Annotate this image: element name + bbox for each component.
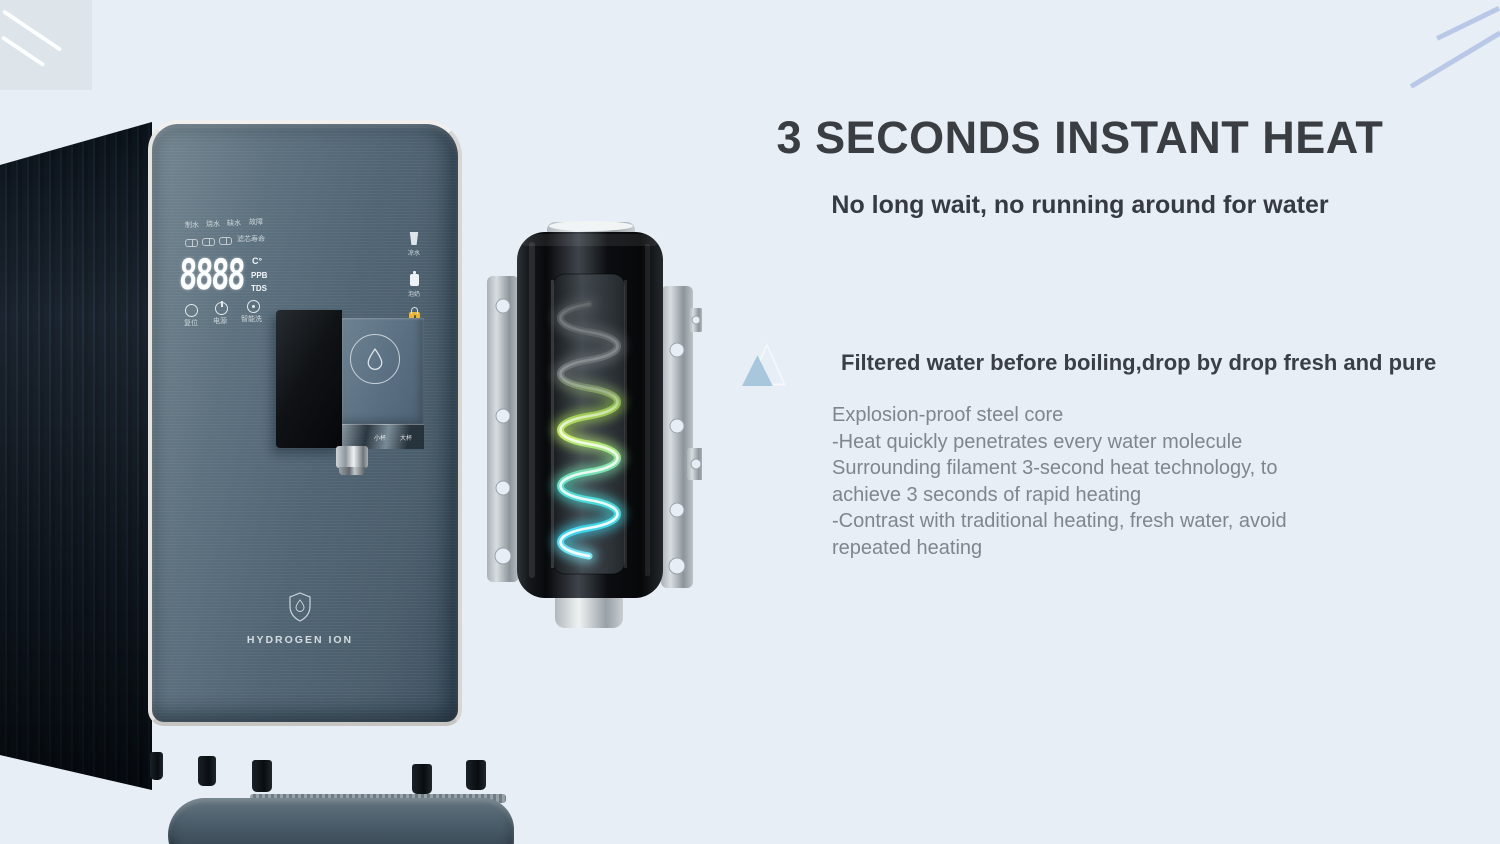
power-button-label: 电源 xyxy=(213,318,227,325)
status-label: 制水 xyxy=(185,222,199,229)
body-line: repeated heating xyxy=(832,536,983,559)
body-line: Surrounding filament 3-second heat techn… xyxy=(832,457,1278,479)
reset-button-label: 复位 xyxy=(184,320,198,327)
machine-foot xyxy=(466,760,486,790)
cold-water-label: 凉水 xyxy=(408,251,421,257)
feature-body: Explosion-proof steel core -Heat quickly… xyxy=(832,402,1287,561)
dispense-touch-circle[interactable] xyxy=(350,334,400,384)
left-mount-bracket xyxy=(487,276,519,582)
filter-capsule-icon xyxy=(219,237,232,245)
right-mount-bracket xyxy=(661,286,702,588)
diagonal-line-icon xyxy=(0,35,46,68)
large-cup-label: 大杯 xyxy=(400,436,413,442)
seven-segment-display: 8888 xyxy=(178,250,245,299)
machine-foot xyxy=(252,760,272,792)
brand-area: HYDROGEN ION xyxy=(238,592,362,646)
machine-foot xyxy=(198,756,216,786)
water-drop-icon xyxy=(367,348,383,370)
filter-capsule-icon xyxy=(185,239,198,247)
milk-bottle-icon[interactable] xyxy=(410,271,419,286)
body-line: -Contrast with traditional heating, fres… xyxy=(832,510,1287,532)
water-outlet-spout xyxy=(336,446,368,475)
filter-capsule-icon xyxy=(202,238,215,246)
filter-life-label: 滤芯寿命 xyxy=(237,236,265,243)
body-line: Explosion-proof steel core xyxy=(832,404,1064,426)
dispenser-spout-housing xyxy=(276,310,342,448)
status-label: 烧水 xyxy=(206,221,220,228)
reset-button-icon[interactable] xyxy=(185,304,198,317)
feature-heading: Filtered water before boiling,drop by dr… xyxy=(841,350,1437,375)
machine-foot xyxy=(412,764,432,794)
drip-tray-base xyxy=(168,798,514,844)
status-label: 缺水 xyxy=(227,220,241,227)
brand-name: HYDROGEN ION xyxy=(246,634,354,646)
power-button-icon[interactable] xyxy=(215,301,228,315)
body-line: achieve 3 seconds of rapid heating xyxy=(832,483,1142,506)
heating-element-product xyxy=(487,221,702,628)
page-title: 3 SECONDS INSTANT HEAT xyxy=(776,112,1384,163)
cup-size-selector[interactable]: 小杯 大杯 xyxy=(342,424,424,449)
unit-temp: C° xyxy=(252,256,263,266)
feature-row: Filtered water before boiling,drop by dr… xyxy=(742,340,1436,388)
touch-dispense-pad[interactable] xyxy=(342,318,424,424)
triangles-bullet-icon xyxy=(742,342,786,386)
status-label: 故障 xyxy=(249,219,263,226)
milk-label: 泡奶 xyxy=(408,292,421,298)
body-line: -Heat quickly penetrates every water mol… xyxy=(832,430,1243,453)
corner-square-decor xyxy=(0,0,92,90)
diagonal-line-icon xyxy=(1409,30,1500,89)
unit-tds: TDS xyxy=(251,284,267,293)
small-cup-label: 小杯 xyxy=(374,436,387,442)
heating-coil-glow xyxy=(553,296,625,564)
unit-ppb: PPB xyxy=(251,271,268,280)
child-lock-icon[interactable] xyxy=(409,307,420,322)
page-subtitle: No long wait, no running around for wate… xyxy=(831,191,1329,219)
smart-wash-button-label: 智能洗 xyxy=(241,316,262,323)
smart-wash-button-icon[interactable] xyxy=(247,300,260,313)
machine-side-ribbed-panel xyxy=(0,122,152,790)
cold-water-cup-icon[interactable] xyxy=(409,232,419,245)
shield-drop-logo-icon xyxy=(289,592,311,622)
machine-foot xyxy=(150,752,163,780)
water-purifier-product: 制水 烧水 缺水 故障 滤芯寿命 8888 C° PPB TDS 复位 电源 智… xyxy=(0,108,520,844)
